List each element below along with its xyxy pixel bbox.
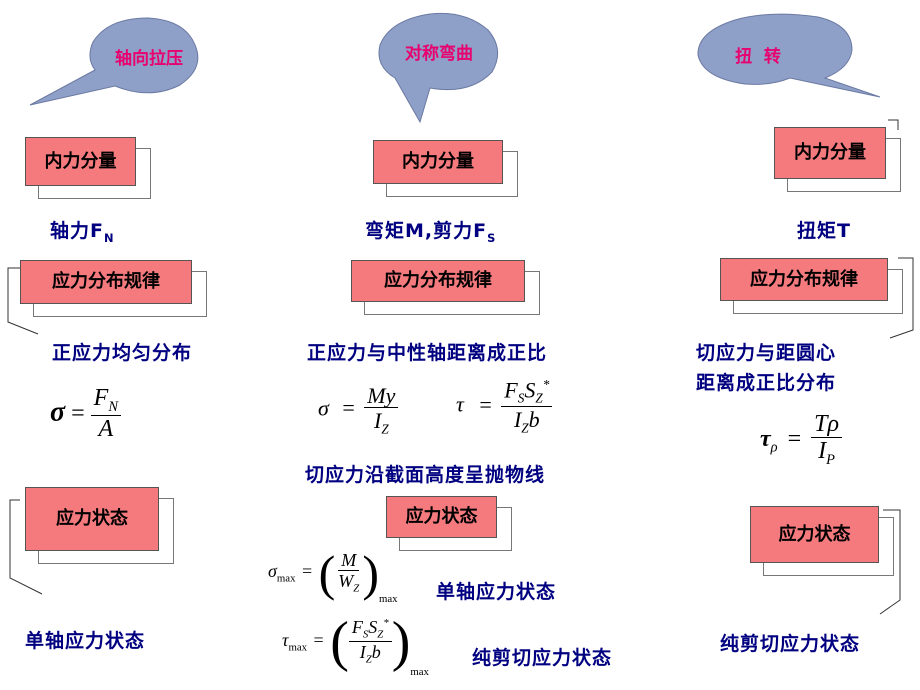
torsion-stress-state: 纯剪切应力状态 bbox=[720, 633, 861, 655]
axial-stress-dist-box: 应力分布规律 bbox=[20, 260, 192, 304]
axial-internal-force-box: 内力分量 bbox=[25, 137, 136, 186]
torsion-stress-dist-line1: 切应力与距圆心 bbox=[696, 342, 837, 364]
axial-stress-state: 单轴应力状态 bbox=[25, 630, 146, 652]
bubble-label-bending: 对称弯曲 bbox=[405, 44, 473, 64]
bending-shear-dist: 切应力沿截面高度呈抛物线 bbox=[305, 464, 546, 486]
bending-sigma-max-state: 单轴应力状态 bbox=[436, 581, 557, 603]
bubble-label-axial: 轴向拉压 bbox=[115, 49, 183, 69]
bending-stress-dist: 正应力与中性轴距离成正比 bbox=[307, 342, 548, 364]
bubble-torsion-shape bbox=[697, 13, 881, 98]
axial-stress-dist: 正应力均匀分布 bbox=[52, 342, 193, 364]
torsion-stress-dist-line2: 距离成正比分布 bbox=[696, 372, 837, 394]
bending-tau-max-formula: τmax = (FSSZ*IZb)max bbox=[282, 611, 429, 678]
bubble-bending-shape bbox=[378, 12, 499, 124]
bracket-torsion-1 bbox=[888, 119, 899, 130]
bubble-axial-shape bbox=[29, 17, 199, 106]
bending-stress-dist-box: 应力分布规律 bbox=[351, 260, 525, 302]
torsion-internal-force-box: 内力分量 bbox=[774, 127, 886, 179]
axial-stress-state-box: 应力状态 bbox=[25, 487, 159, 551]
bubble-label-torsion: 扭 转 bbox=[735, 47, 781, 67]
torsion-internal-force: 扭矩T bbox=[797, 220, 851, 242]
bending-internal-force: 弯矩M,剪力FS bbox=[365, 220, 497, 245]
bending-tau-max-state: 纯剪切应力状态 bbox=[472, 647, 613, 669]
speech-bubbles bbox=[29, 12, 899, 130]
torsion-stress-dist-box: 应力分布规律 bbox=[720, 258, 888, 301]
bending-internal-force-box: 内力分量 bbox=[373, 140, 503, 184]
axial-internal-force: 轴力FN bbox=[50, 220, 115, 245]
torsion-stress-state-box: 应力状态 bbox=[750, 506, 879, 563]
bending-tau-formula: τ = FSSZ*IZb bbox=[456, 378, 553, 435]
bending-stress-state-box: 应力状态 bbox=[386, 496, 497, 538]
